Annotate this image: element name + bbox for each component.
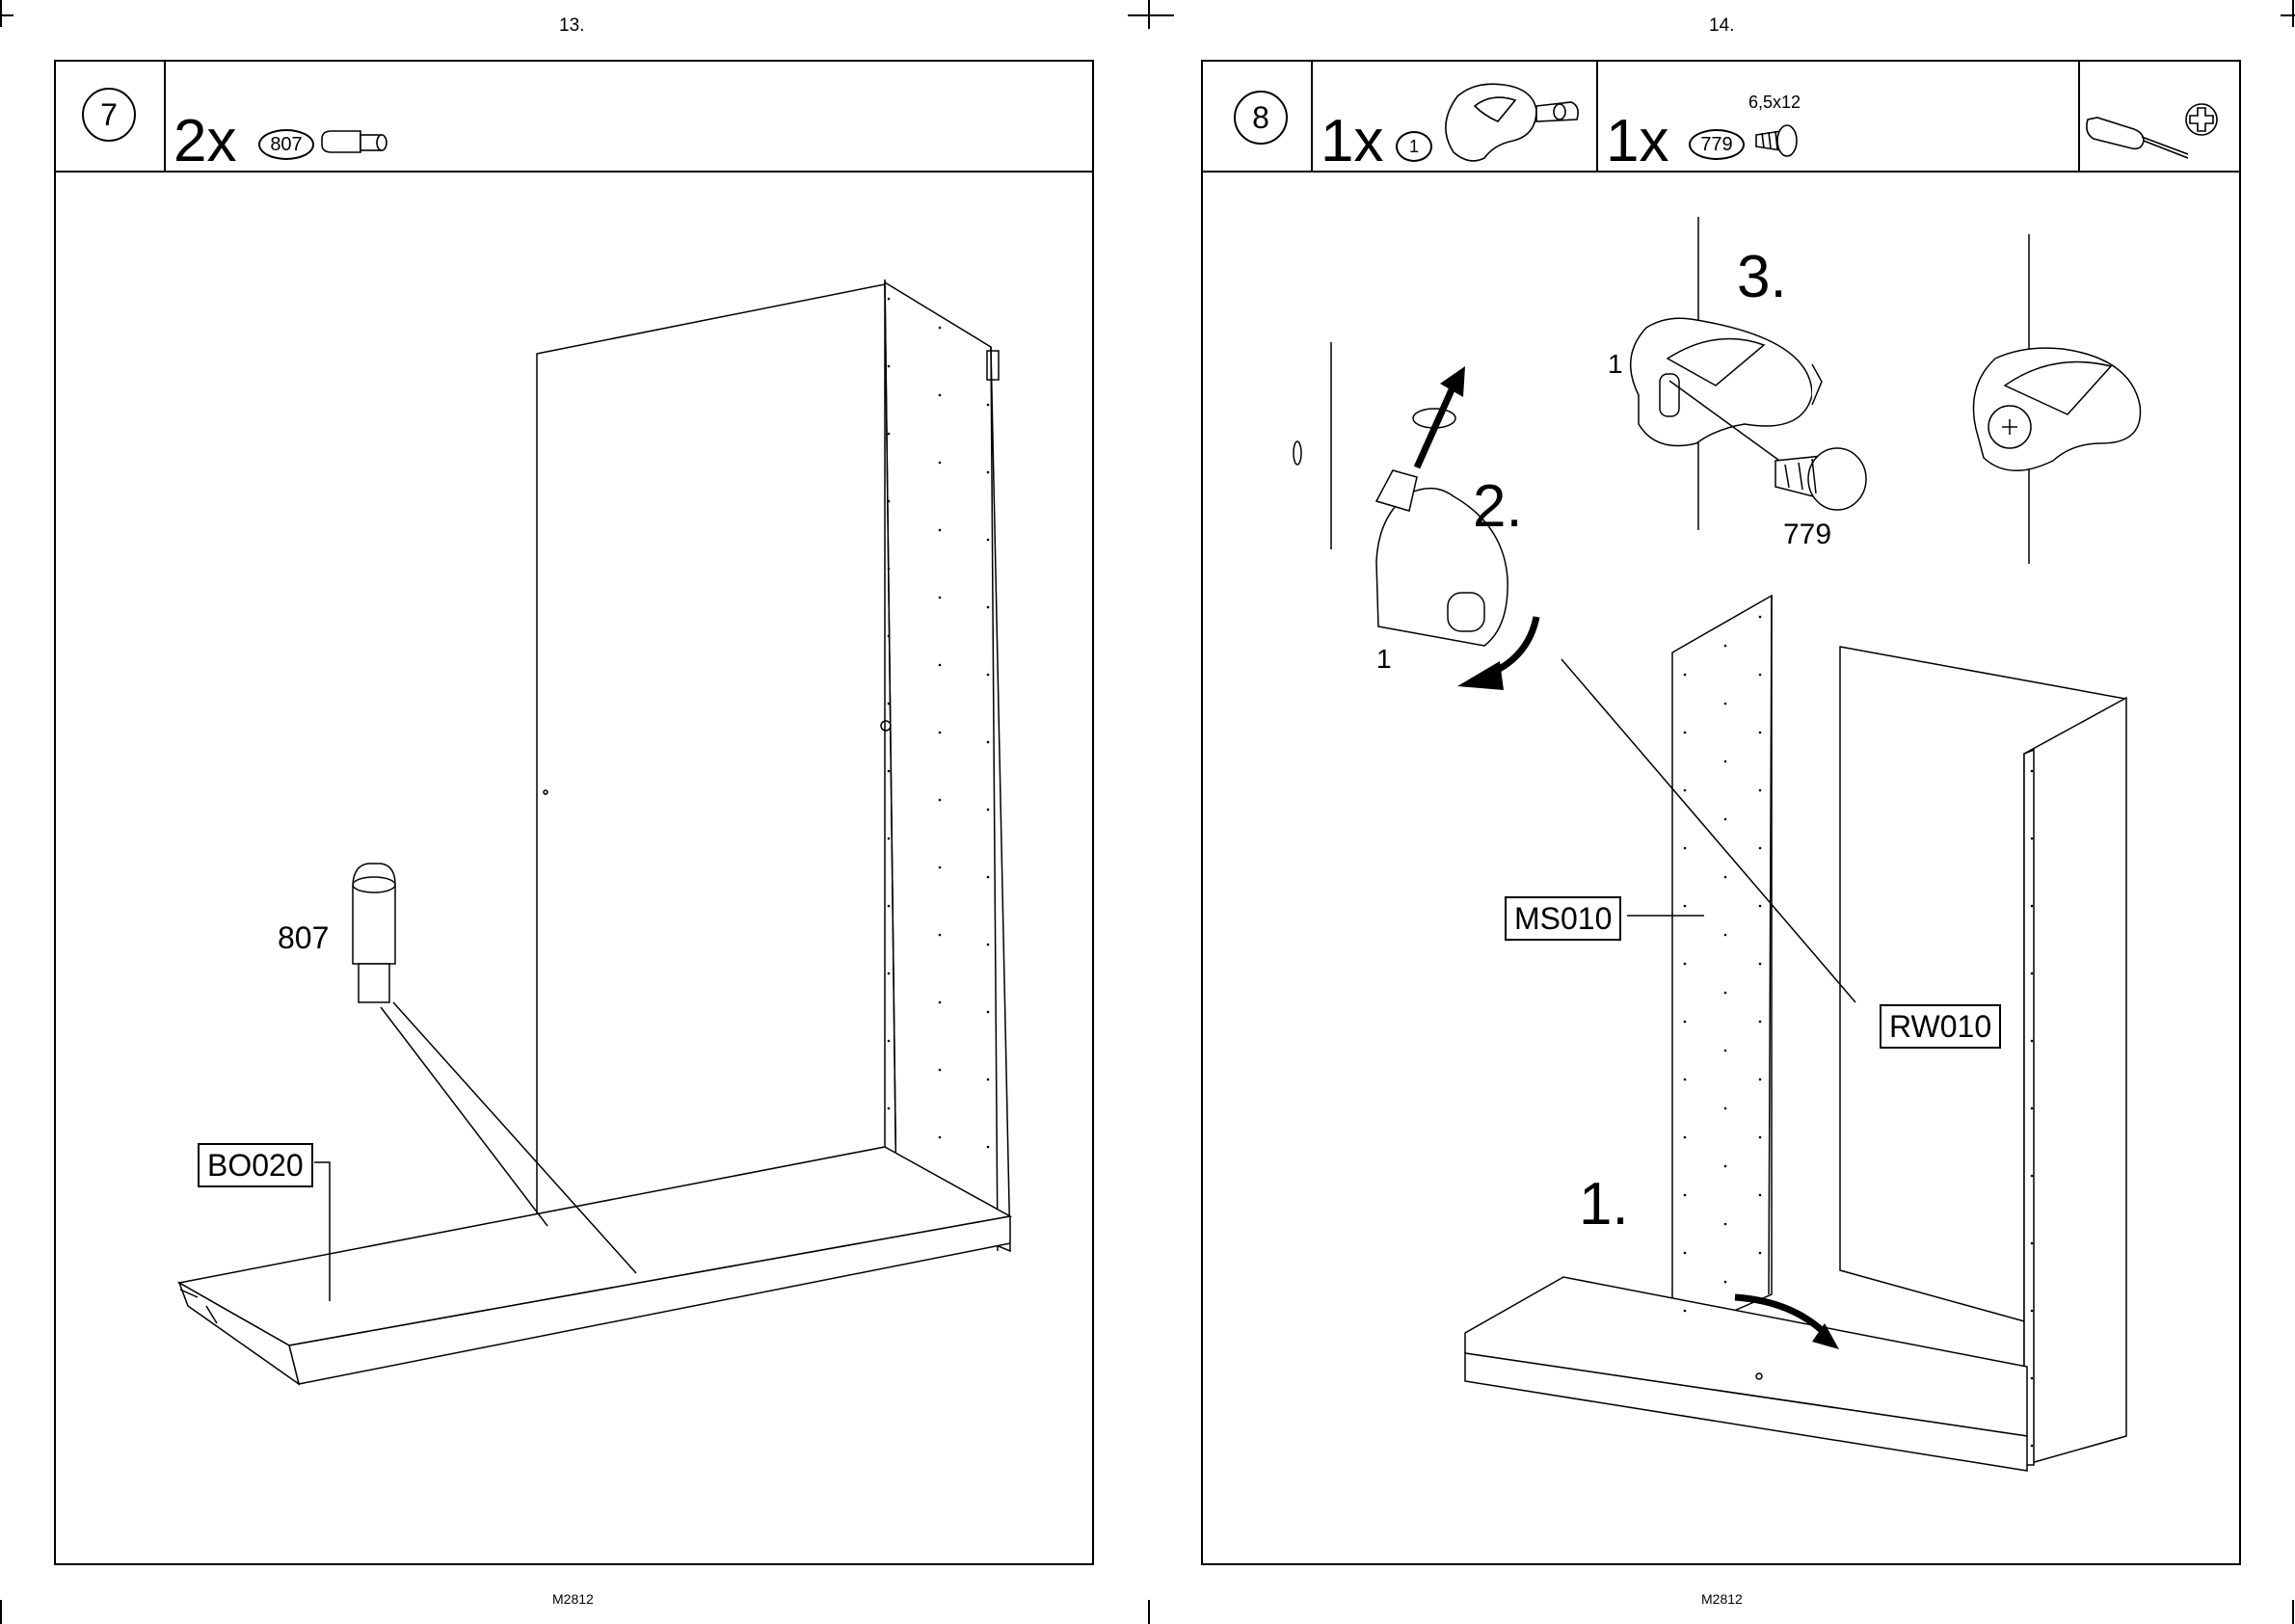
bracket-label-step2: 1: [1376, 644, 1392, 675]
substep-1-label: 1.: [1579, 1170, 1629, 1238]
panel-label-rw010: RW010: [1880, 1004, 2001, 1049]
substep-3-label: 3.: [1737, 243, 1787, 311]
screw-label: 779: [1783, 519, 1831, 551]
bracket-label-step3: 1: [1608, 349, 1623, 380]
substep-2-label: 2.: [1473, 472, 1523, 541]
panel-label-ms010: MS010: [1505, 896, 1621, 941]
